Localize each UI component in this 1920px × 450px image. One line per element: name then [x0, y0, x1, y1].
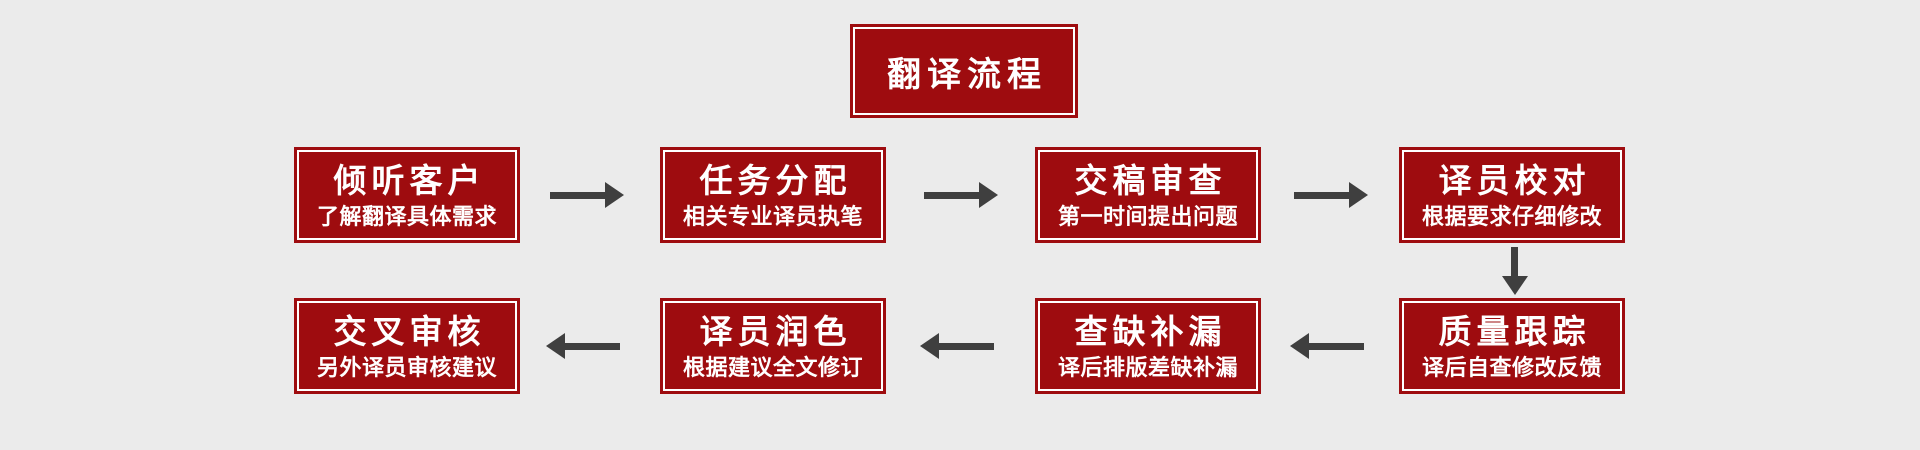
arrow-right-icon — [550, 182, 624, 208]
arrow-left-icon — [546, 333, 620, 359]
arrow-head — [920, 333, 939, 359]
arrow-shaft — [924, 191, 979, 199]
step-title: 质量跟踪 — [1438, 313, 1591, 350]
step-title: 交稿审查 — [1074, 162, 1227, 199]
step-cross-review: 交叉审核 另外译员审核建议 — [294, 298, 520, 394]
arrow-head — [1349, 182, 1368, 208]
step-quality-tracking: 质量跟踪 译后自查修改反馈 — [1399, 298, 1625, 394]
step-task-assignment: 任务分配 相关专业译员执笔 — [660, 147, 886, 243]
step-title: 任务分配 — [699, 162, 852, 199]
step-subtitle: 了解翻译具体需求 — [316, 204, 497, 229]
arrow-shaft — [1511, 247, 1518, 276]
arrow-head — [1290, 333, 1309, 359]
diagram-title: 翻译流程 — [887, 55, 1047, 94]
arrow-shaft — [1309, 342, 1364, 350]
arrow-shaft — [565, 342, 620, 350]
arrow-head — [605, 182, 624, 208]
arrow-shaft — [1294, 191, 1349, 199]
arrow-shaft — [939, 342, 994, 350]
diagram-title-box: 翻译流程 — [850, 24, 1078, 118]
step-translator-polishing: 译员润色 根据建议全文修订 — [660, 298, 886, 394]
step-title: 倾听客户 — [333, 162, 486, 199]
step-translator-proofreading: 译员校对 根据要求仔细修改 — [1399, 147, 1625, 243]
step-submission-review: 交稿审查 第一时间提出问题 — [1035, 147, 1261, 243]
step-listen-to-customer: 倾听客户 了解翻译具体需求 — [294, 147, 520, 243]
step-title: 交叉审核 — [333, 313, 486, 350]
step-subtitle: 相关专业译员执笔 — [682, 204, 863, 229]
arrow-right-icon — [1294, 182, 1368, 208]
step-subtitle: 根据建议全文修订 — [682, 355, 863, 380]
step-subtitle: 译后自查修改反馈 — [1421, 355, 1602, 380]
step-gap-checking: 查缺补漏 译后排版差缺补漏 — [1035, 298, 1261, 394]
step-title: 译员润色 — [699, 313, 852, 350]
arrow-head — [1501, 276, 1528, 295]
arrow-down-icon — [1501, 247, 1528, 295]
step-subtitle: 根据要求仔细修改 — [1421, 204, 1602, 229]
arrow-head — [546, 333, 565, 359]
step-title: 译员校对 — [1438, 162, 1591, 199]
arrow-left-icon — [1290, 333, 1364, 359]
arrow-shaft — [550, 191, 605, 199]
step-subtitle: 译后排版差缺补漏 — [1057, 355, 1238, 380]
step-subtitle: 第一时间提出问题 — [1057, 204, 1238, 229]
step-title: 查缺补漏 — [1074, 313, 1227, 350]
step-subtitle: 另外译员审核建议 — [316, 355, 497, 380]
arrow-head — [979, 182, 998, 208]
arrow-right-icon — [924, 182, 998, 208]
arrow-left-icon — [920, 333, 994, 359]
